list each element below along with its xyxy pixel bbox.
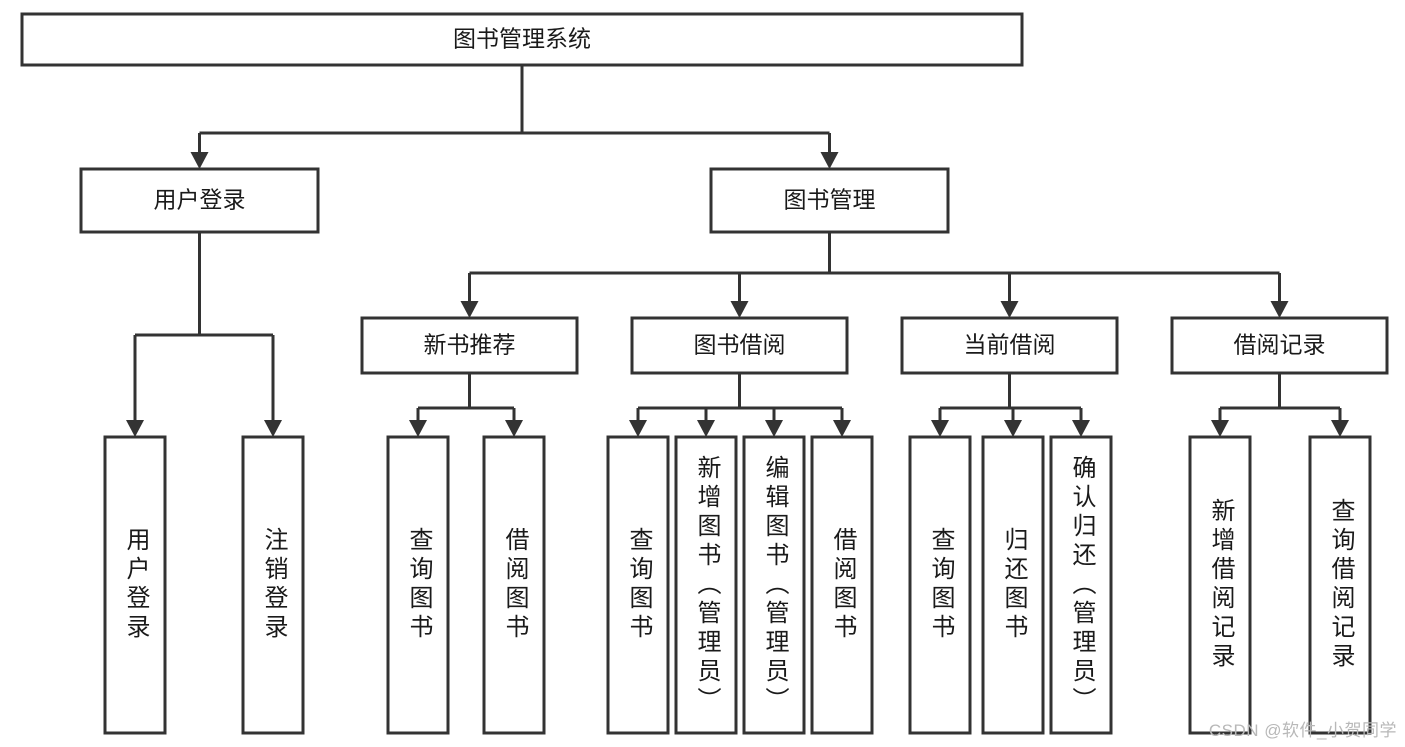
node-leaf-query-book-current (908, 435, 972, 735)
arrow-to-leaf-query-book-borrow (629, 420, 647, 437)
node-leaf-query-borrow-record (1308, 435, 1372, 735)
connector-lines (126, 65, 1349, 437)
node-label-current-borrow: 当前借阅 (964, 332, 1056, 358)
node-new-book-recommend (360, 316, 579, 375)
arrow-to-new-book-recommend (460, 301, 479, 318)
node-book-management (709, 167, 950, 234)
arrow-to-leaf-user-login (126, 420, 144, 437)
node-label-new-book-recommend: 新书推荐 (424, 332, 516, 358)
arrow-to-leaf-query-borrow-record (1331, 420, 1349, 437)
node-leaf-query-book-borrow (606, 435, 670, 735)
node-root (20, 12, 1024, 67)
arrow-to-leaf-borrow-book (833, 420, 851, 437)
arrow-to-book-borrow (730, 301, 749, 318)
node-leaf-query-book-newbook (386, 435, 450, 735)
node-book-borrow (630, 316, 849, 375)
node-borrow-records (1170, 316, 1389, 375)
node-leaf-edit-book-admin (742, 435, 806, 735)
arrow-to-leaf-edit-book-admin (765, 420, 783, 437)
arrow-to-leaf-query-book-current (931, 420, 949, 437)
node-label-book-borrow: 图书借阅 (694, 332, 786, 358)
node-leaf-return-book (981, 435, 1045, 735)
node-label-borrow-records: 借阅记录 (1234, 332, 1326, 358)
arrow-to-leaf-return-book (1004, 420, 1022, 437)
node-label-root: 图书管理系统 (453, 26, 591, 52)
arrow-to-leaf-confirm-return-admin (1072, 420, 1090, 437)
arrow-to-borrow-records (1270, 301, 1289, 318)
node-leaf-user-login (103, 435, 167, 735)
watermark-text: CSDN @软件_小贺同学 (1208, 721, 1397, 740)
arrow-to-current-borrow (1000, 301, 1019, 318)
node-user-login (79, 167, 320, 234)
node-boxes (20, 12, 1389, 735)
node-leaf-add-borrow-record (1188, 435, 1252, 735)
arrow-to-leaf-logout (264, 420, 282, 437)
node-leaf-logout (241, 435, 305, 735)
arrow-to-leaf-add-borrow-record (1211, 420, 1229, 437)
node-leaf-borrow-book (810, 435, 874, 735)
arrow-to-user-login (190, 152, 209, 169)
node-current-borrow (900, 316, 1119, 375)
node-leaf-confirm-return-admin (1049, 435, 1113, 735)
node-leaf-borrow-book-newbook (482, 435, 546, 735)
arrow-to-leaf-borrow-book-newbook (505, 420, 523, 437)
arrow-to-leaf-query-book-newbook (409, 420, 427, 437)
arrow-to-book-management (820, 152, 839, 169)
arrow-to-leaf-add-book-admin (697, 420, 715, 437)
node-label-book-management: 图书管理 (784, 187, 876, 213)
node-label-user-login: 用户登录 (154, 187, 246, 213)
node-leaf-add-book-admin (674, 435, 738, 735)
